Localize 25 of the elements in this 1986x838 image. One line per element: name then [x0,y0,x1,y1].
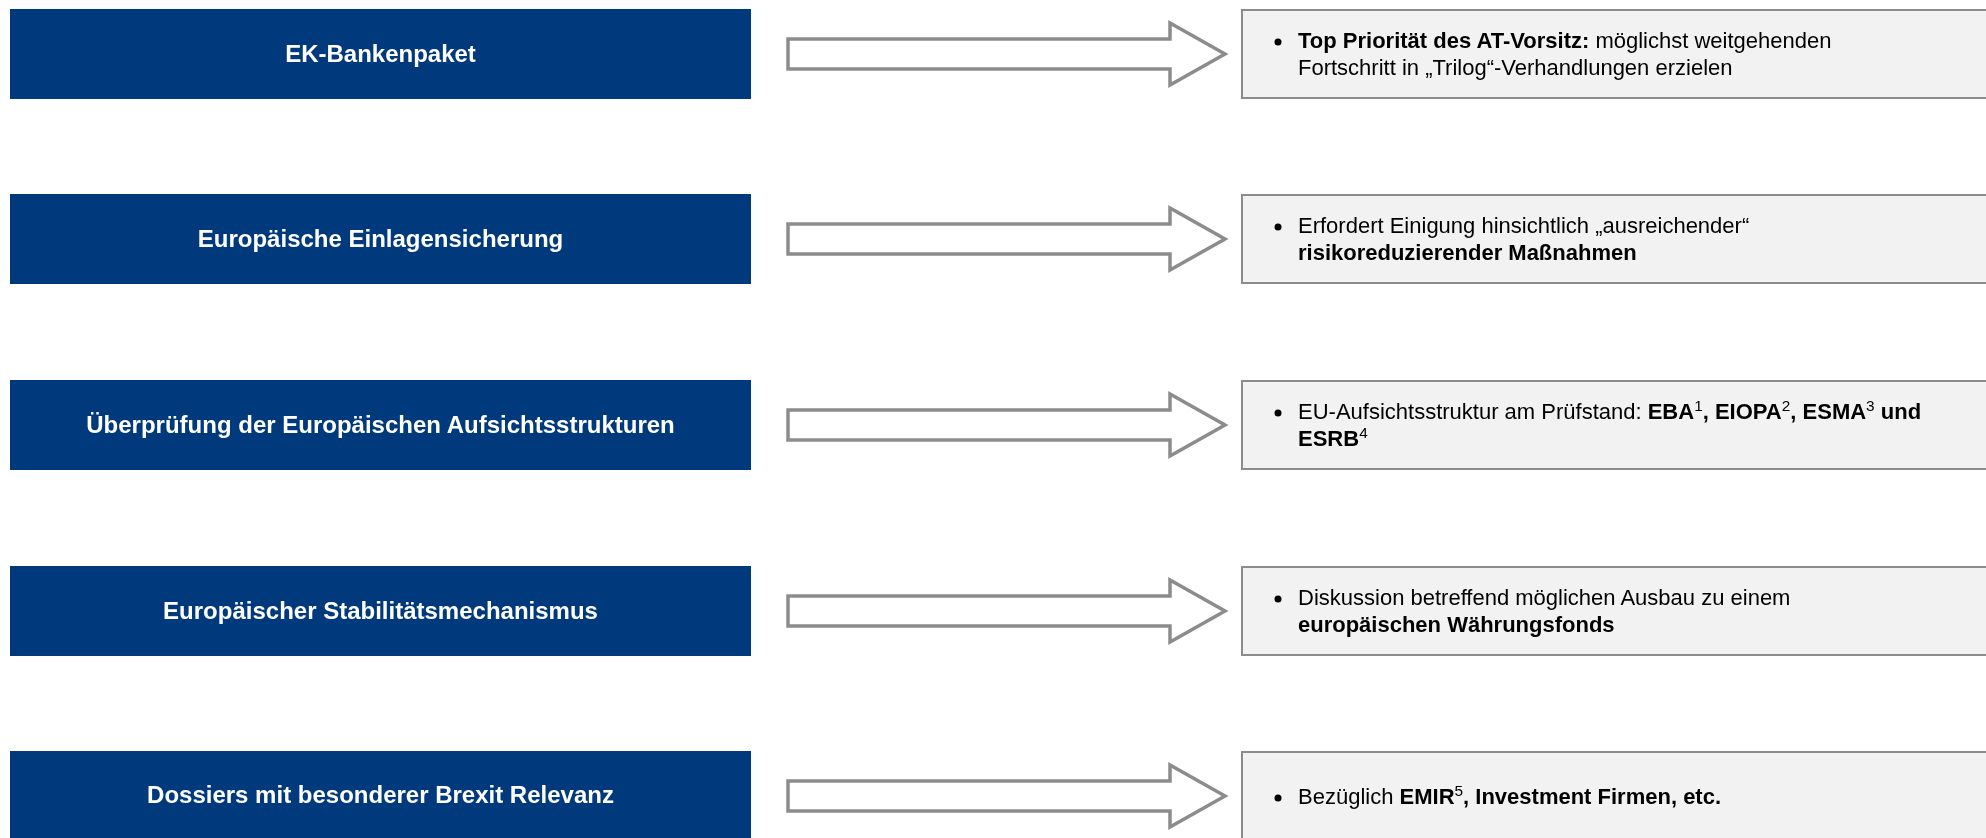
topic-title: EK-Bankenpaket [284,40,477,68]
block-arrow [786,762,1229,830]
note-box [1241,9,1986,99]
note-box [1241,566,1986,656]
topic-box [10,194,751,284]
block-arrow [786,391,1229,459]
bullet-text: Top Priorität des AT-Vorsitz: möglichst weitgehenden Fortschritt in „Trilog“-Verhandlungen erzielen [1298,26,1833,82]
bullet-text: Erfordert Einigung hinsichtlich „ausreichender“ risikoreduzierender Maßnahmen [1298,211,1751,267]
block-arrow [786,20,1229,88]
bullet-text: Diskussion betreffend möglichen Ausbau zu einem europäischen Währungsfonds [1298,583,1792,639]
topic-box [10,380,751,470]
note-box [1241,380,1986,470]
block-arrow [786,577,1229,645]
note-box [1241,751,1986,838]
topic-title: Dossiers mit besonderer Brexit Relevanz [146,780,615,809]
block-arrow [786,205,1229,273]
topic-title: Überprüfung der Europäischen Aufsichtsstrukturen [85,411,676,439]
topic-title: Europäischer Stabilitätsmechanismus [162,597,599,625]
note-box [1241,194,1986,284]
topic-box [10,751,751,838]
topic-title: Europäische Einlagensicherung [196,225,565,253]
topic-box [10,566,751,656]
bullet-text: EU-Aufsichtsstruktur am Prüfstand: EBA$^{1}$, EIOPA$^{2}$, ESMA$^{3}$ und ESRB$^{4}$ [1298,397,1923,453]
bullet-text: Bezüglich EMIR$^{5}$, Investment Firmen, etc. [1298,782,1723,811]
topic-box [10,9,751,99]
